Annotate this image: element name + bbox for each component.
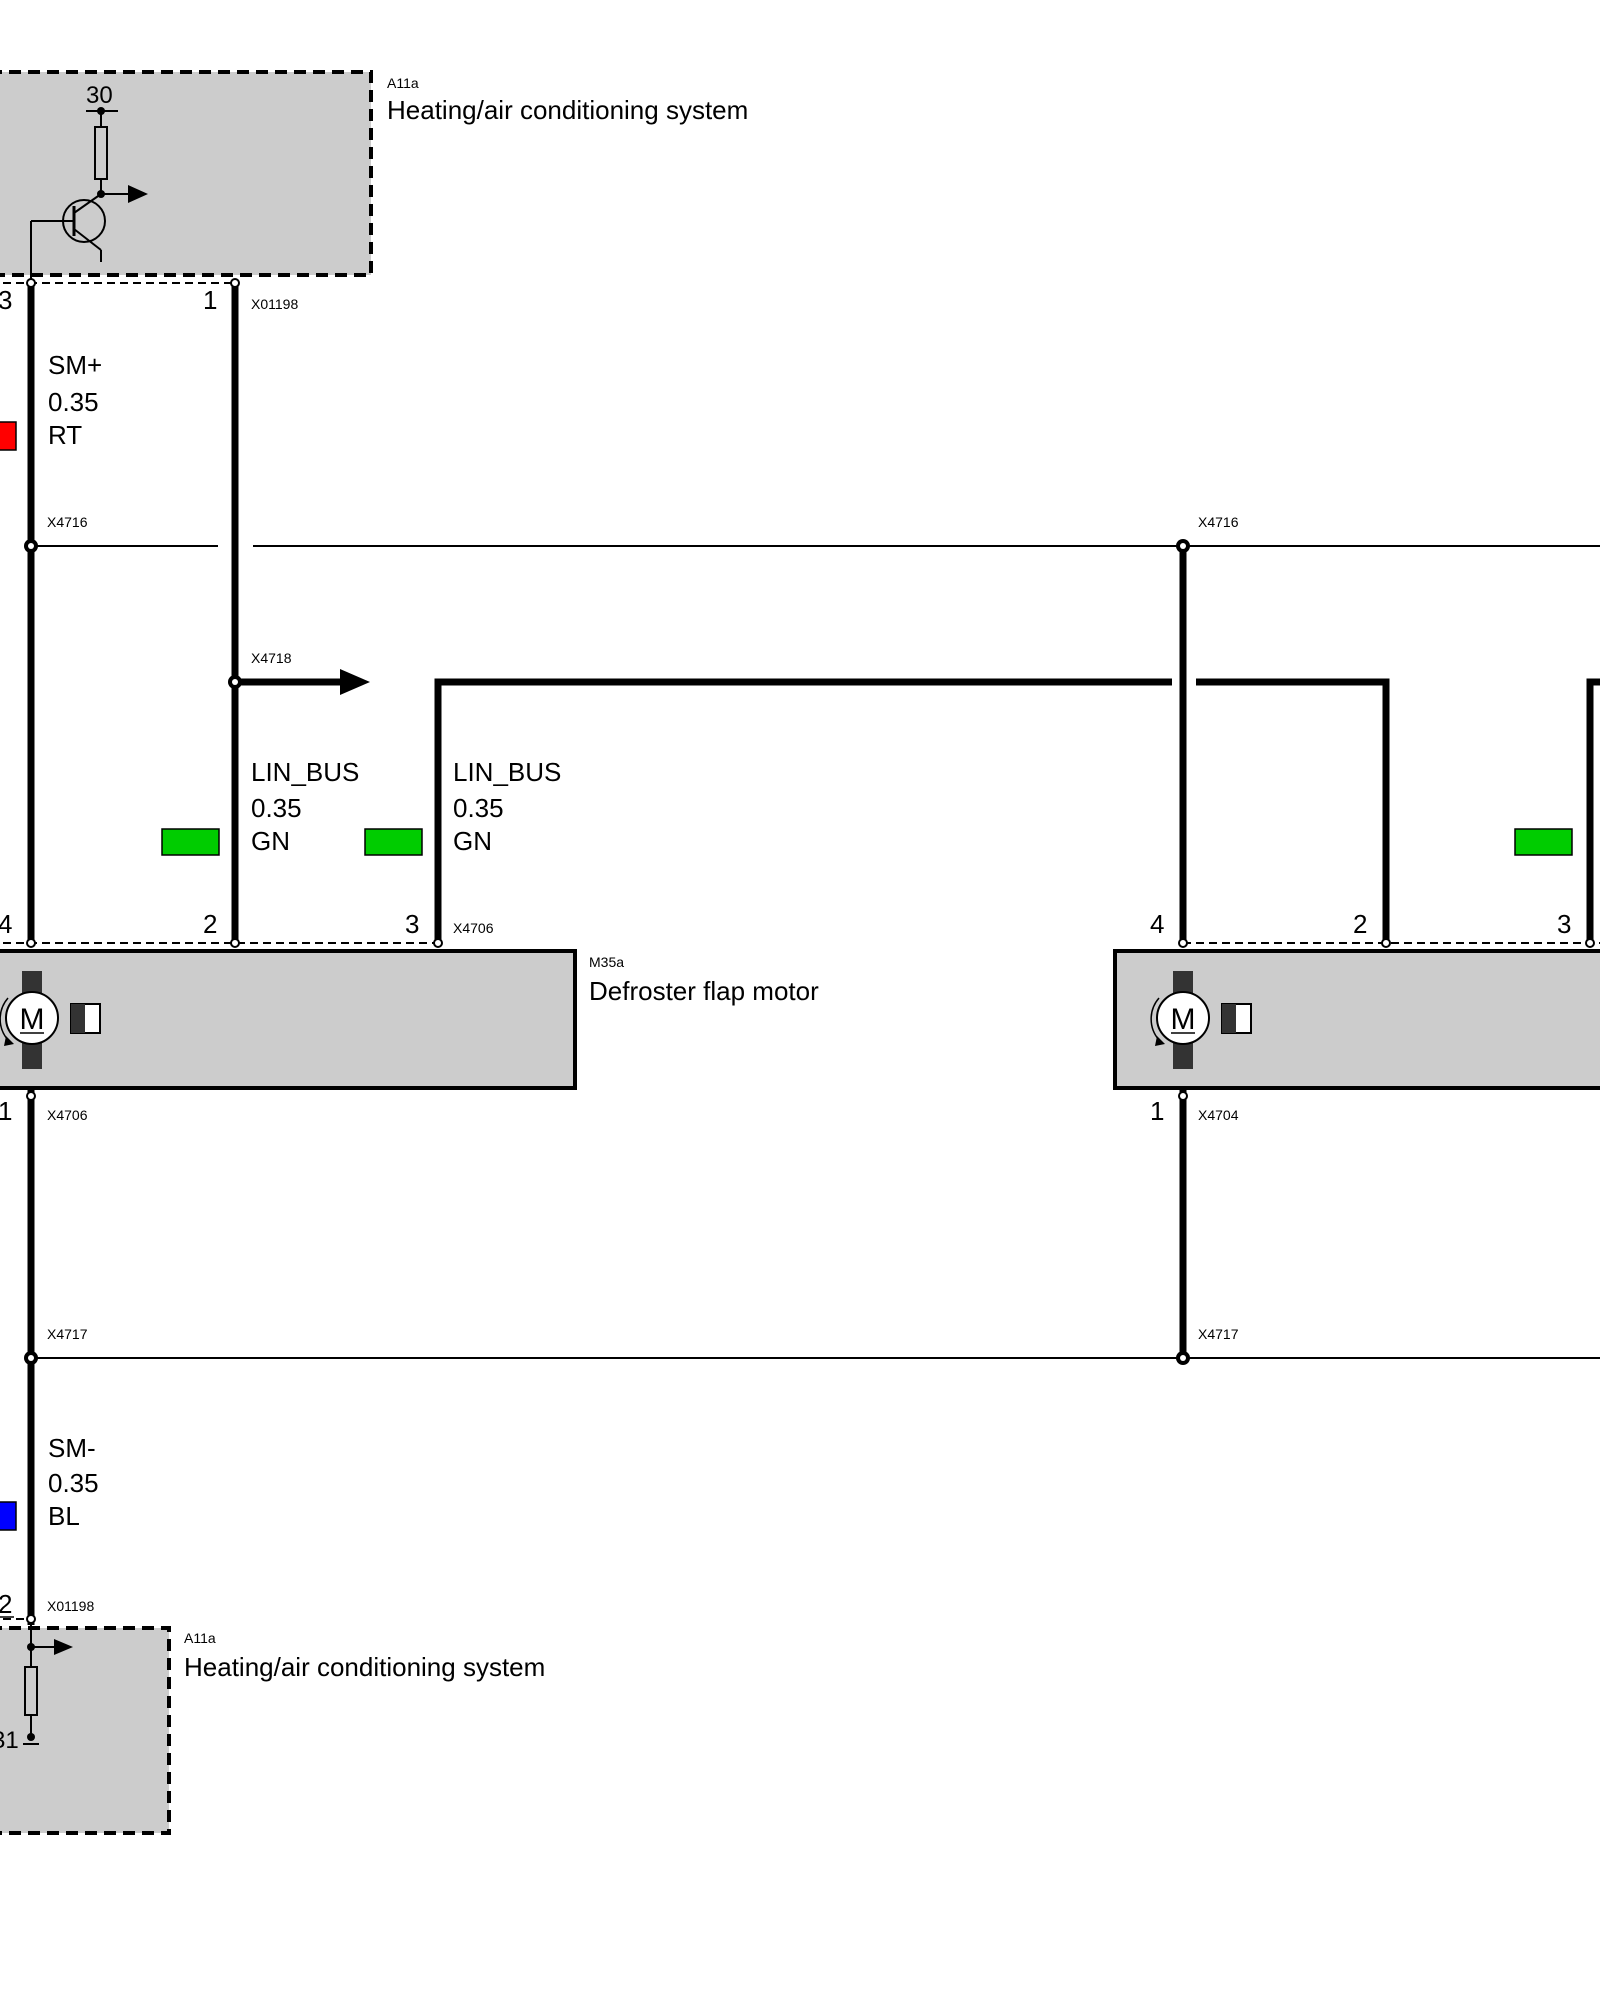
- transistor-icon: [30, 111, 108, 283]
- motor-left-code: M35a: [589, 954, 624, 970]
- swatch-gn-2: [364, 828, 423, 856]
- pin-mr-1: 1: [1150, 1096, 1164, 1126]
- arrow-right-icon: [101, 185, 148, 203]
- arrow-right-icon: [31, 1639, 73, 1655]
- hvac-top-code: A11a: [387, 75, 419, 91]
- sm-plus-signal: SM+: [48, 350, 102, 380]
- x01198-bottom-label: X01198: [47, 1598, 94, 1614]
- hvac-module-bottom: [0, 1614, 171, 1835]
- x4704-label: X4704: [1198, 1107, 1239, 1123]
- swatch-bl: [0, 1501, 17, 1531]
- terminal-30-connection: [86, 107, 118, 198]
- lin1-gauge: 0.35: [251, 793, 302, 823]
- x4718-label: X4718: [251, 650, 292, 666]
- x4716-left-label: X4716: [47, 514, 88, 530]
- pin-hvac-top-3: 3: [0, 285, 12, 315]
- x4717-line: [24, 1351, 1600, 1365]
- motor-left-position-sensor: [70, 1003, 101, 1034]
- motor-icon: M: [1150, 971, 1210, 1069]
- pin-mr-4: 4: [1150, 909, 1164, 939]
- pin-ml-3: 3: [405, 909, 419, 939]
- sm-minus-gauge: 0.35: [48, 1468, 99, 1498]
- pin-ml-1: 1: [0, 1096, 12, 1126]
- pin-mr-3: 3: [1557, 909, 1571, 939]
- pin-ml-4: 4: [0, 909, 12, 939]
- swatch-gn-3: [1514, 828, 1573, 856]
- pin-hvac-top-1: 1: [203, 285, 217, 315]
- pin-ml-2: 2: [203, 909, 217, 939]
- x4706-bottom-label: X4706: [47, 1107, 88, 1123]
- x4718-branch: [228, 669, 370, 695]
- motor-left-symbol: M: [20, 1003, 45, 1036]
- hvac-bottom-code: A11a: [184, 1630, 216, 1646]
- lin2-color: GN: [453, 826, 492, 856]
- hvac-top-pin-cups: [26, 278, 240, 288]
- x4717-left-label: X4717: [47, 1326, 88, 1342]
- terminal-30-label: 30: [86, 82, 113, 109]
- x4706-top-label: X4706: [453, 920, 494, 936]
- wire-right-3: [1586, 678, 1600, 940]
- hvac-module-top: [0, 70, 373, 284]
- motor-left-name: Defroster flap motor: [589, 976, 819, 1006]
- hvac-top-name: Heating/air conditioning system: [387, 95, 748, 125]
- wire-lin-bus-2: [434, 678, 1390, 940]
- lin1-color: GN: [251, 826, 290, 856]
- x4716-line: [24, 539, 1600, 553]
- ground-icon: [23, 1733, 39, 1745]
- lin1-signal: LIN_BUS: [251, 757, 359, 787]
- motor-icon: M: [0, 971, 59, 1069]
- sm-minus-color: BL: [48, 1501, 80, 1531]
- x4717-right-label: X4717: [1198, 1326, 1239, 1342]
- pin-mr-2: 2: [1353, 909, 1367, 939]
- sm-plus-gauge: 0.35: [48, 387, 99, 417]
- pin-hvac-bot-2: 2: [0, 1589, 12, 1619]
- x4716-right-label: X4716: [1198, 514, 1239, 530]
- sm-plus-color: RT: [48, 420, 82, 450]
- motor-right-position-sensor: [1221, 1003, 1252, 1034]
- x01198-top-label: X01198: [251, 296, 298, 312]
- swatch-gn-1: [161, 828, 220, 856]
- hvac-bottom-name: Heating/air conditioning system: [184, 1652, 545, 1682]
- swatch-rt: [0, 421, 17, 451]
- motor-right-symbol: M: [1171, 1003, 1196, 1036]
- sm-minus-signal: SM-: [48, 1433, 96, 1463]
- terminal-31-label: 31: [0, 1727, 19, 1754]
- lin2-signal: LIN_BUS: [453, 757, 561, 787]
- lin2-gauge: 0.35: [453, 793, 504, 823]
